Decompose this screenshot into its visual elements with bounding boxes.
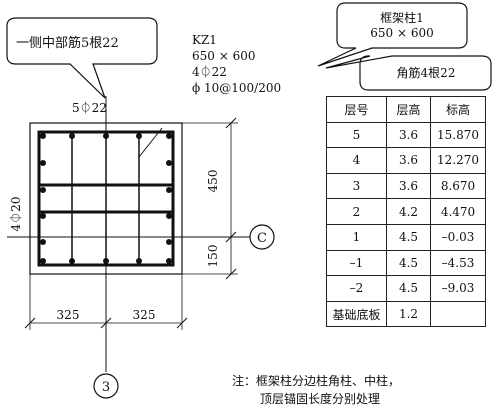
- table-row: 2 4.2 4.470: [326, 198, 486, 225]
- rebar-dot: [40, 160, 46, 166]
- rebar-dot: [103, 258, 109, 264]
- floor-elevation-table: 层号 层高 标高 5 3.6 15.870 4 3.6 12.270 3 3.6…: [326, 96, 486, 328]
- cell-height: 4.5: [386, 223, 431, 251]
- cell-height: 4.5: [386, 249, 431, 277]
- dimension-lower: 150: [206, 245, 220, 268]
- vertical-dimension: [182, 117, 238, 280]
- cell-floor: –2: [326, 275, 387, 302]
- rebar-dot: [166, 258, 172, 264]
- cell-height: 3.6: [386, 147, 431, 174]
- cell-elevation: –9.03: [430, 275, 486, 302]
- table-row: 3 3.6 8.670: [326, 172, 486, 200]
- axis-label-c: C: [257, 231, 267, 246]
- callout-side-middle-text: 一侧中部筋5根22: [16, 35, 119, 51]
- rebar-dot: [166, 160, 172, 166]
- cell-elevation: 8.670: [430, 172, 486, 200]
- callout-corner-bars-text: 角筋4根22: [397, 65, 456, 80]
- callout-side-middle: [6, 17, 158, 99]
- cell-floor: 3: [326, 172, 387, 200]
- top-rebar-label: 5⏀22: [72, 100, 107, 115]
- cell-height: 1.2: [386, 300, 431, 328]
- cell-elevation: [430, 300, 486, 328]
- rebar-dot: [40, 239, 46, 245]
- cell-floor: 5: [326, 121, 387, 149]
- header-elevation: 标高: [430, 96, 486, 123]
- table-row: –2 4.5 –9.03: [326, 275, 486, 302]
- rebar-dots: [40, 133, 172, 264]
- cell-floor: 基础底板: [326, 300, 387, 328]
- table-row: –1 4.5 –4.53: [326, 249, 486, 277]
- cell-floor: 1: [326, 223, 387, 251]
- left-rebar-label: 4⏀20: [8, 197, 23, 232]
- column-section-size: 650 × 600: [192, 49, 256, 63]
- cell-floor: 4: [326, 147, 387, 174]
- table-row: 5 3.6 15.870: [326, 121, 486, 149]
- cell-height: 4.5: [386, 275, 431, 302]
- rebar-dot: [40, 187, 46, 193]
- cell-height: 3.6: [386, 172, 431, 200]
- column-corner-rebar: 4⏀22: [192, 64, 227, 79]
- table-row: 基础底板 1.2: [326, 300, 486, 328]
- horizontal-dimension: [24, 274, 188, 330]
- rebar-dot: [166, 187, 172, 193]
- header-floor: 层号: [326, 96, 387, 123]
- axis-bubble-c: [249, 224, 275, 250]
- column-outline: [29, 122, 183, 275]
- rebar-dot: [40, 258, 46, 264]
- column-id: KZ1: [192, 33, 217, 47]
- cell-elevation: 12.270: [430, 147, 486, 174]
- cell-elevation: 4.470: [430, 198, 486, 225]
- rebar-dot: [166, 239, 172, 245]
- rebar-dot: [69, 258, 75, 264]
- callout-corner-bars: [325, 55, 492, 91]
- cell-height: 4.2: [386, 198, 431, 225]
- dimension-right-width: 325: [133, 308, 156, 322]
- rebar-dot: [40, 213, 46, 219]
- axis-bubble-3: [93, 373, 119, 399]
- rebar-dot: [40, 133, 46, 139]
- rebar-dot: [69, 133, 75, 139]
- header-height: 层高: [386, 96, 431, 123]
- table-row: 1 4.5 –0.03: [326, 223, 486, 251]
- leader-corner: [138, 127, 163, 158]
- dimension-upper: 450: [206, 170, 220, 193]
- rebar-dot: [136, 258, 142, 264]
- column-stirrup: ϕ 10@100/200: [192, 81, 281, 95]
- callout-frame-column-line2: 650 × 600: [370, 26, 434, 40]
- cell-elevation: –4.53: [430, 249, 486, 277]
- cell-floor: –1: [326, 249, 387, 277]
- cell-floor: 2: [326, 198, 387, 225]
- rebar-dot: [166, 213, 172, 219]
- note-line-2: 顶层锚固长度分别处理: [260, 391, 380, 406]
- callout-frame-column: [317, 2, 468, 67]
- rebar-dot: [136, 133, 142, 139]
- cell-elevation: –0.03: [430, 223, 486, 251]
- table-row: 4 3.6 12.270: [326, 147, 486, 174]
- dimension-left-width: 325: [57, 308, 80, 322]
- cell-height: 3.6: [386, 121, 431, 149]
- callout-frame-column-line1: 框架柱1: [380, 10, 424, 25]
- table-header-row: 层号 层高 标高: [326, 96, 486, 123]
- cell-elevation: 15.870: [430, 121, 486, 149]
- rebar-dot: [103, 133, 109, 139]
- rebar-dot: [166, 133, 172, 139]
- note-line-1: 注：框架柱分边柱角柱、中柱，: [232, 373, 400, 388]
- axis-label-3: 3: [102, 380, 110, 395]
